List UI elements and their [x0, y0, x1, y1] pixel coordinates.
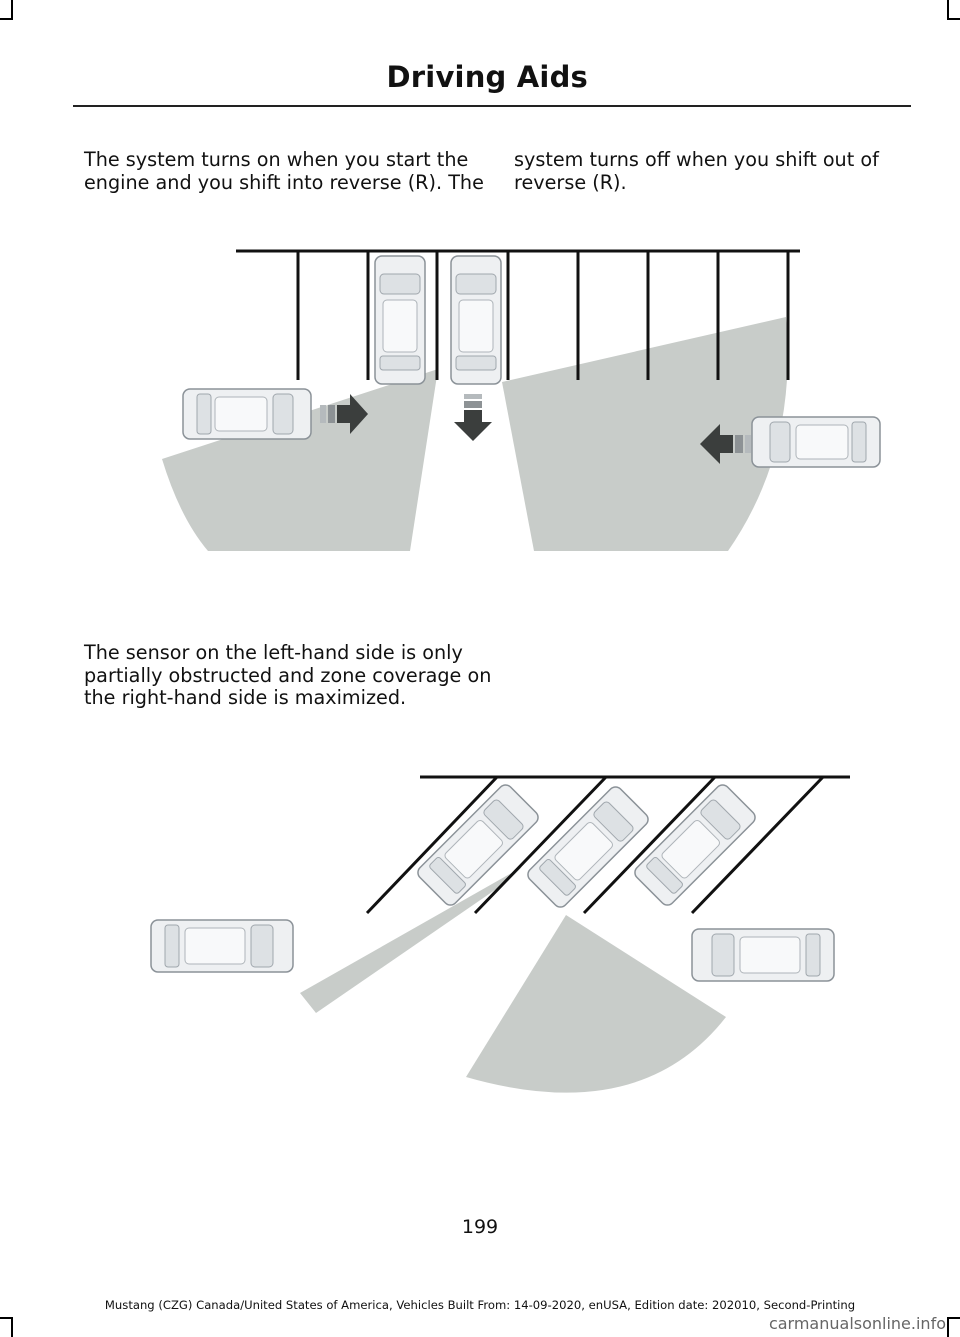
crop-mark — [947, 18, 960, 20]
header-divider — [73, 105, 911, 107]
crop-mark — [947, 1317, 949, 1337]
paragraph-left-column: The system turns on when you start the e… — [84, 148, 484, 194]
arrow-right-icon — [320, 394, 368, 434]
paragraph-right-column: system turns off when you shift out of r… — [514, 148, 879, 194]
right-detection-zone — [466, 915, 726, 1093]
paragraph-sensor-obstruction: The sensor on the left-hand side is only… — [84, 641, 492, 709]
arrow-left-icon — [700, 424, 751, 464]
parking-stall-lines — [365, 775, 825, 915]
page-number: 199 — [461, 1216, 499, 1238]
arrow-down-icon — [454, 394, 492, 441]
crossing-car-right — [751, 416, 881, 468]
reversing-car — [450, 255, 502, 385]
parking-stall-lines — [296, 251, 790, 380]
watermark: carmanualsonline.info — [768, 1314, 946, 1333]
footer-edition-info: Mustang (CZG) Canada/United States of Am… — [104, 1298, 856, 1312]
crop-mark — [0, 1317, 13, 1319]
page-title: Driving Aids — [386, 60, 588, 94]
angled-reversing-car — [524, 783, 652, 911]
parked-car — [374, 255, 426, 385]
figure-perpendicular-parking — [162, 249, 881, 551]
crop-mark — [11, 0, 13, 20]
crop-mark — [947, 1317, 960, 1319]
crop-mark — [947, 0, 949, 20]
figure-angled-parking — [150, 775, 850, 1093]
crop-mark — [0, 18, 13, 20]
crossing-car-left — [150, 919, 294, 973]
left-detection-zone — [300, 867, 522, 1013]
crop-mark — [11, 1317, 13, 1337]
crossing-car-left — [182, 388, 312, 440]
left-detection-zone — [162, 369, 438, 551]
crossing-car-right — [691, 928, 835, 982]
right-detection-zone — [502, 317, 788, 551]
